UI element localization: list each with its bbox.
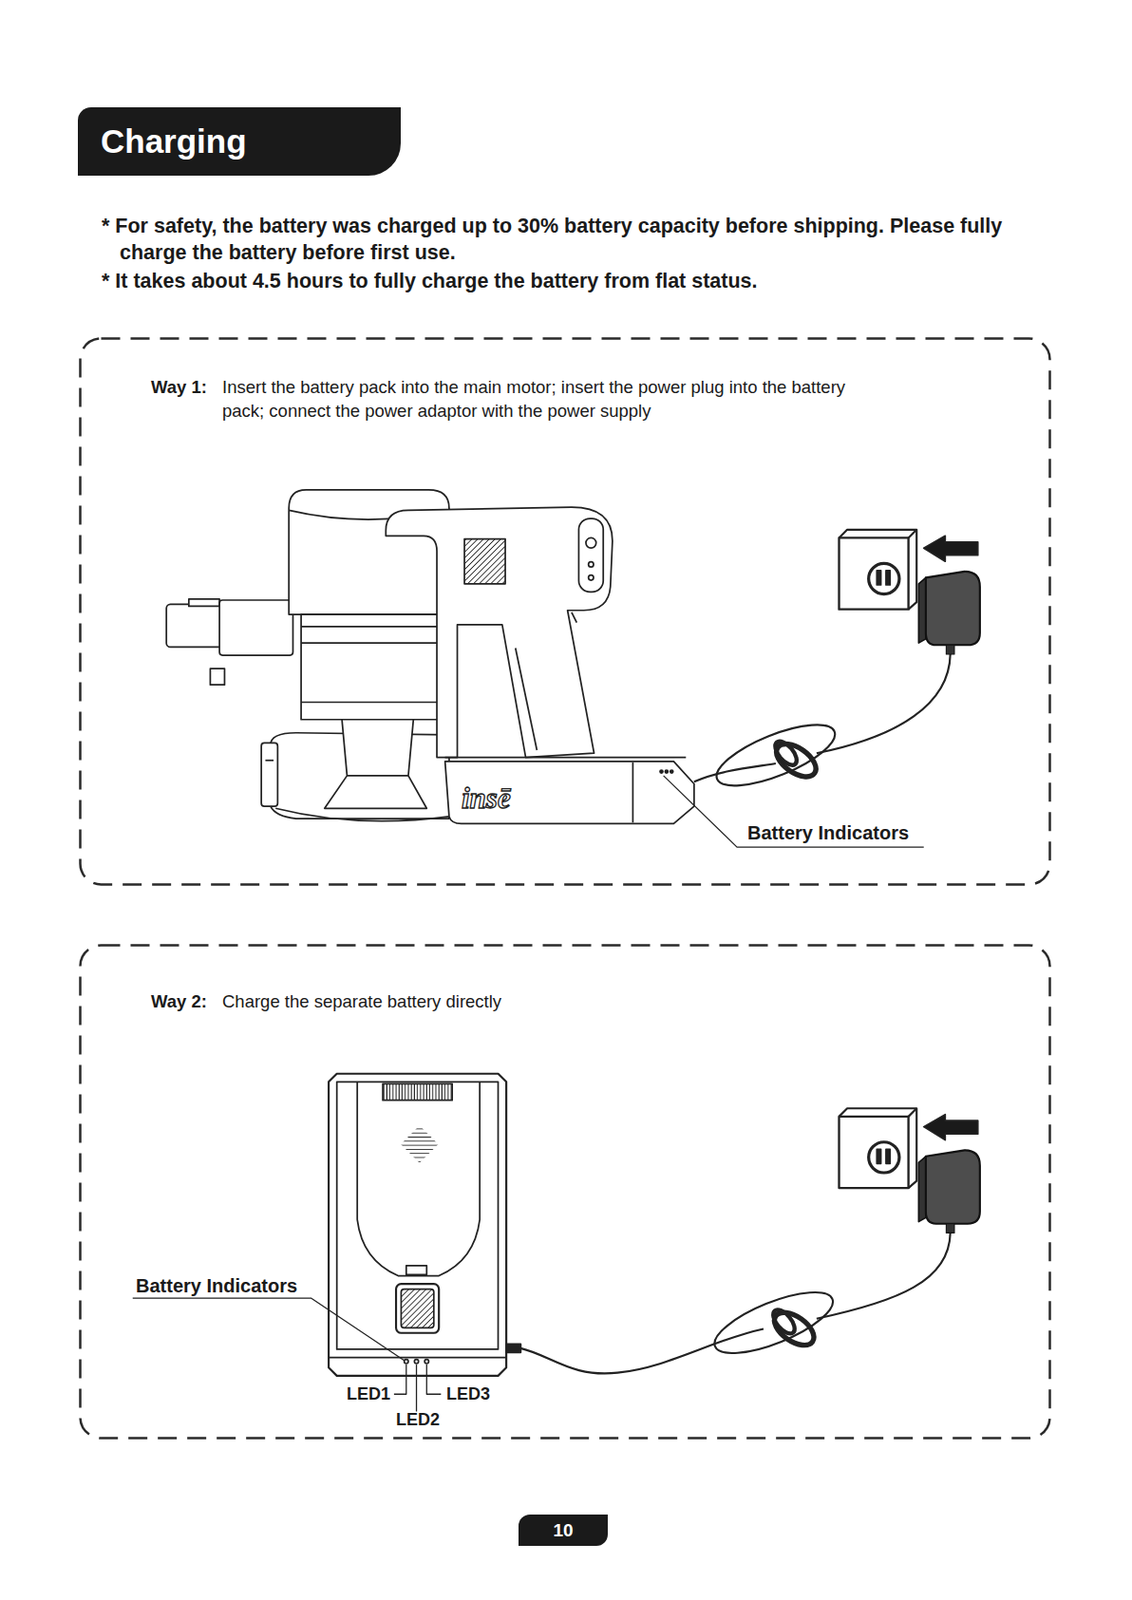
dashed-frame bbox=[78, 943, 1052, 1440]
power-cord bbox=[506, 1232, 951, 1374]
charge-time-note: * It takes about 4.5 hours to fully char… bbox=[101, 267, 1042, 295]
power-cord bbox=[694, 654, 951, 798]
battery-illustration bbox=[328, 1074, 507, 1377]
leader-line bbox=[663, 775, 925, 848]
page-title: Charging bbox=[100, 122, 247, 161]
leader-line bbox=[415, 1364, 417, 1412]
wall-socket-adapter bbox=[839, 1108, 981, 1233]
method-panel: Way 2:Charge the separate battery direct… bbox=[78, 943, 1052, 1440]
page-number: 10 bbox=[552, 1520, 573, 1542]
leader-line bbox=[394, 1364, 407, 1395]
brand-logo: insē bbox=[461, 780, 511, 816]
wall-socket-adapter bbox=[839, 529, 981, 655]
method-instruction: Charge the separate battery directly bbox=[222, 989, 878, 1014]
leader-line bbox=[132, 1298, 405, 1361]
safety-note: * For safety, the battery was charged up… bbox=[101, 212, 1042, 266]
page-number-box: 10 bbox=[518, 1514, 608, 1547]
method-heading: Way 1: bbox=[150, 375, 223, 399]
dashed-border bbox=[80, 339, 1051, 886]
method-heading: Way 2: bbox=[150, 989, 223, 1014]
part-label: Battery Indicators bbox=[135, 1274, 298, 1298]
method-instruction: Insert the battery pack into the main mo… bbox=[222, 375, 878, 423]
vacuum-illustration bbox=[166, 490, 695, 824]
led-label: LED1 bbox=[346, 1383, 391, 1405]
title-tab: Charging bbox=[77, 107, 401, 176]
dashed-border bbox=[80, 945, 1051, 1439]
led-label: LED2 bbox=[396, 1409, 440, 1431]
led-label: LED3 bbox=[446, 1383, 491, 1405]
leader-line bbox=[426, 1364, 441, 1395]
method-panel: Way 1:Insert the battery pack into the m… bbox=[78, 337, 1052, 887]
part-label: Battery Indicators bbox=[747, 821, 909, 845]
